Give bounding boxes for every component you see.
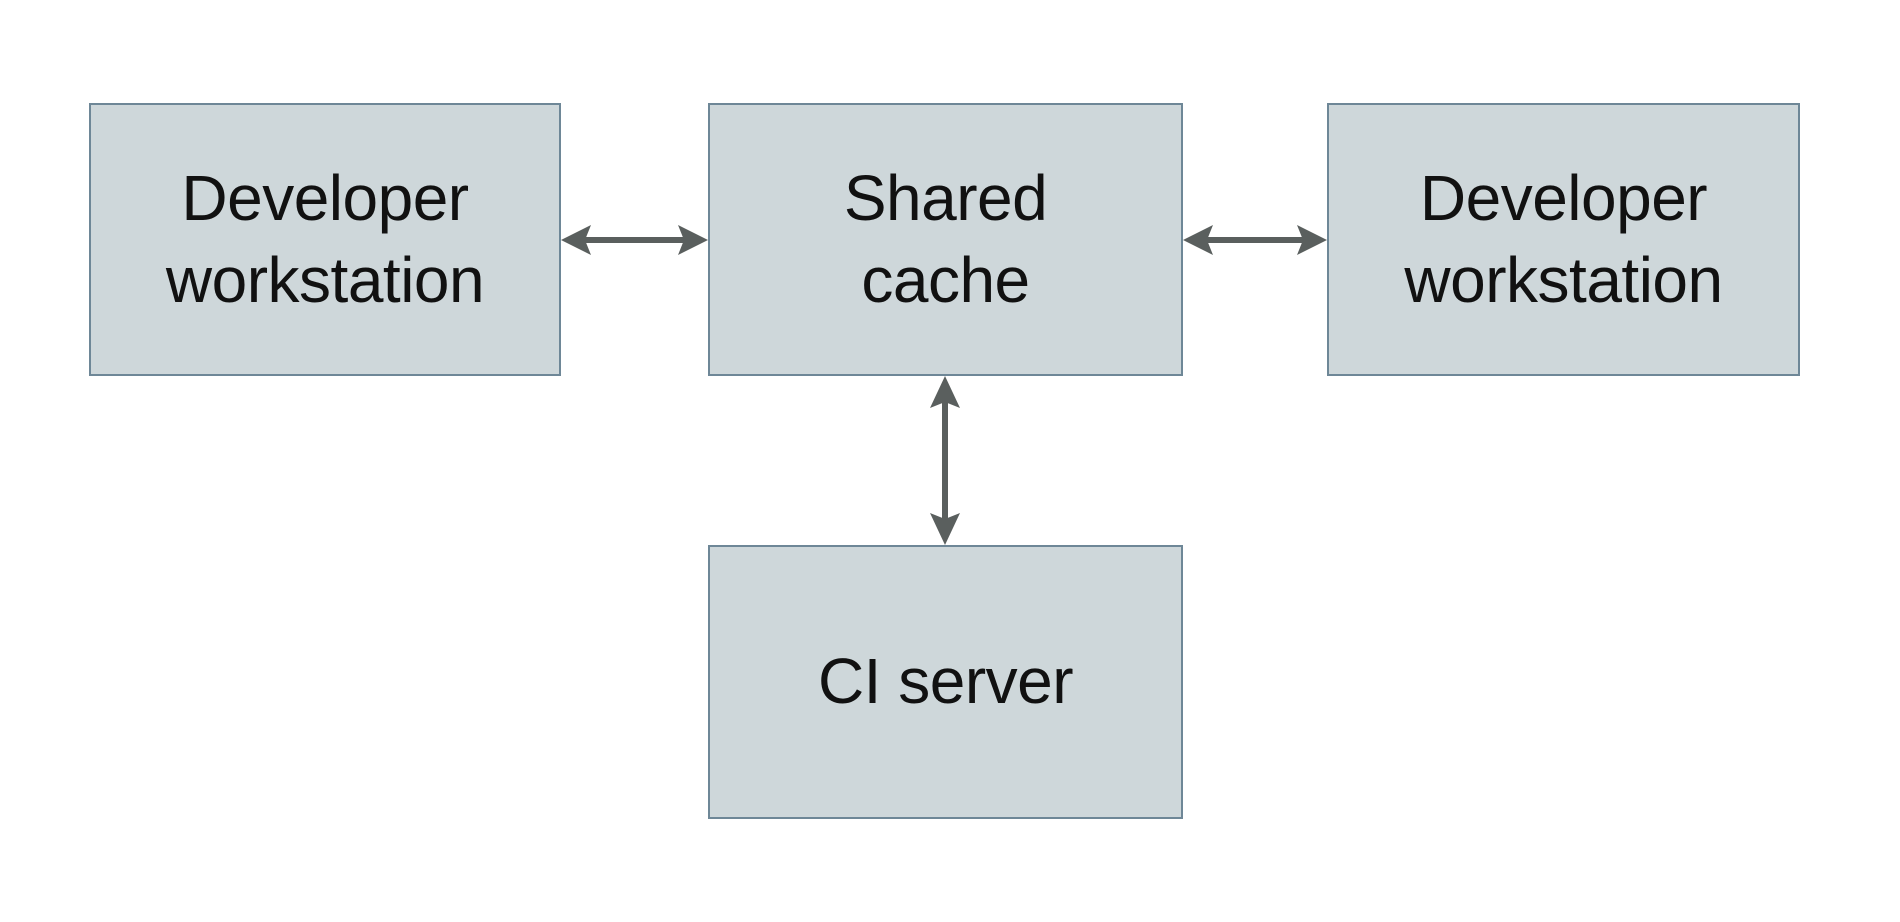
- edge-left-workstation-shared-cache: [561, 212, 708, 268]
- edge-shared-cache-ci-server: [917, 376, 973, 545]
- node-label-ci-server: CI server: [817, 645, 1074, 718]
- node-label-developer-workstation-right: Developer workstation: [1404, 161, 1723, 316]
- edge-shared-cache-right-workstation-shape: [1183, 225, 1327, 255]
- node-developer-workstation-left[interactable]: Developer workstation: [89, 103, 561, 376]
- node-label-shared-cache: Shared cache: [843, 161, 1048, 316]
- node-ci-server[interactable]: CI server: [708, 545, 1183, 819]
- edge-shared-cache-right-workstation: [1183, 212, 1327, 268]
- node-developer-workstation-right[interactable]: Developer workstation: [1327, 103, 1800, 376]
- edge-shared-cache-ci-server-shape: [930, 376, 960, 545]
- node-label-developer-workstation-left: Developer workstation: [165, 161, 485, 316]
- node-shared-cache[interactable]: Shared cache: [708, 103, 1183, 376]
- edge-left-workstation-shared-cache-shape: [561, 225, 708, 255]
